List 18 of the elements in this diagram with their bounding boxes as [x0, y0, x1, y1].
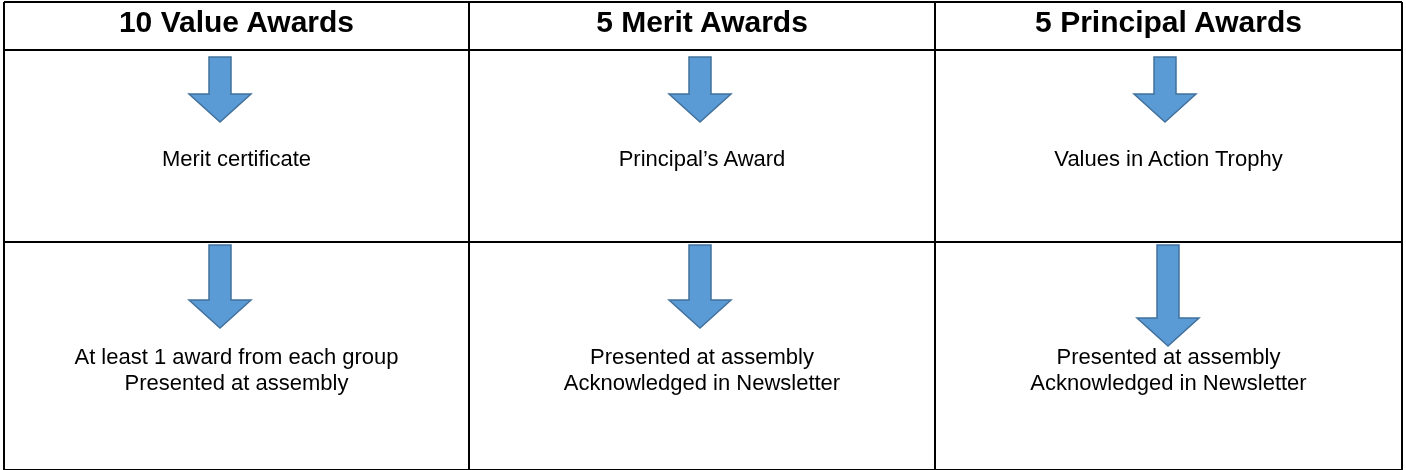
column-heading: 5 Merit Awards [595, 4, 809, 40]
down-arrow [1132, 56, 1198, 123]
column-heading: 10 Value Awards [117, 4, 356, 40]
award-text: Merit certificate [160, 146, 313, 173]
award-text: Values in Action Trophy [1053, 146, 1284, 173]
down-arrow [667, 244, 733, 329]
award-text: Acknowledged in Newsletter [1029, 370, 1308, 397]
down-arrow [187, 56, 253, 123]
award-text: Presented at assembly [589, 344, 815, 371]
column-heading: 5 Principal Awards [1034, 4, 1303, 40]
award-text: Principal’s Award [617, 146, 787, 173]
award-text: At least 1 award from each group [73, 344, 400, 371]
award-text: Presented at assembly [123, 370, 350, 397]
down-arrow [187, 244, 253, 329]
award-text: Acknowledged in Newsletter [562, 370, 842, 397]
down-arrow [667, 56, 733, 123]
down-arrow [1135, 244, 1201, 347]
award-text: Presented at assembly [1055, 344, 1282, 371]
